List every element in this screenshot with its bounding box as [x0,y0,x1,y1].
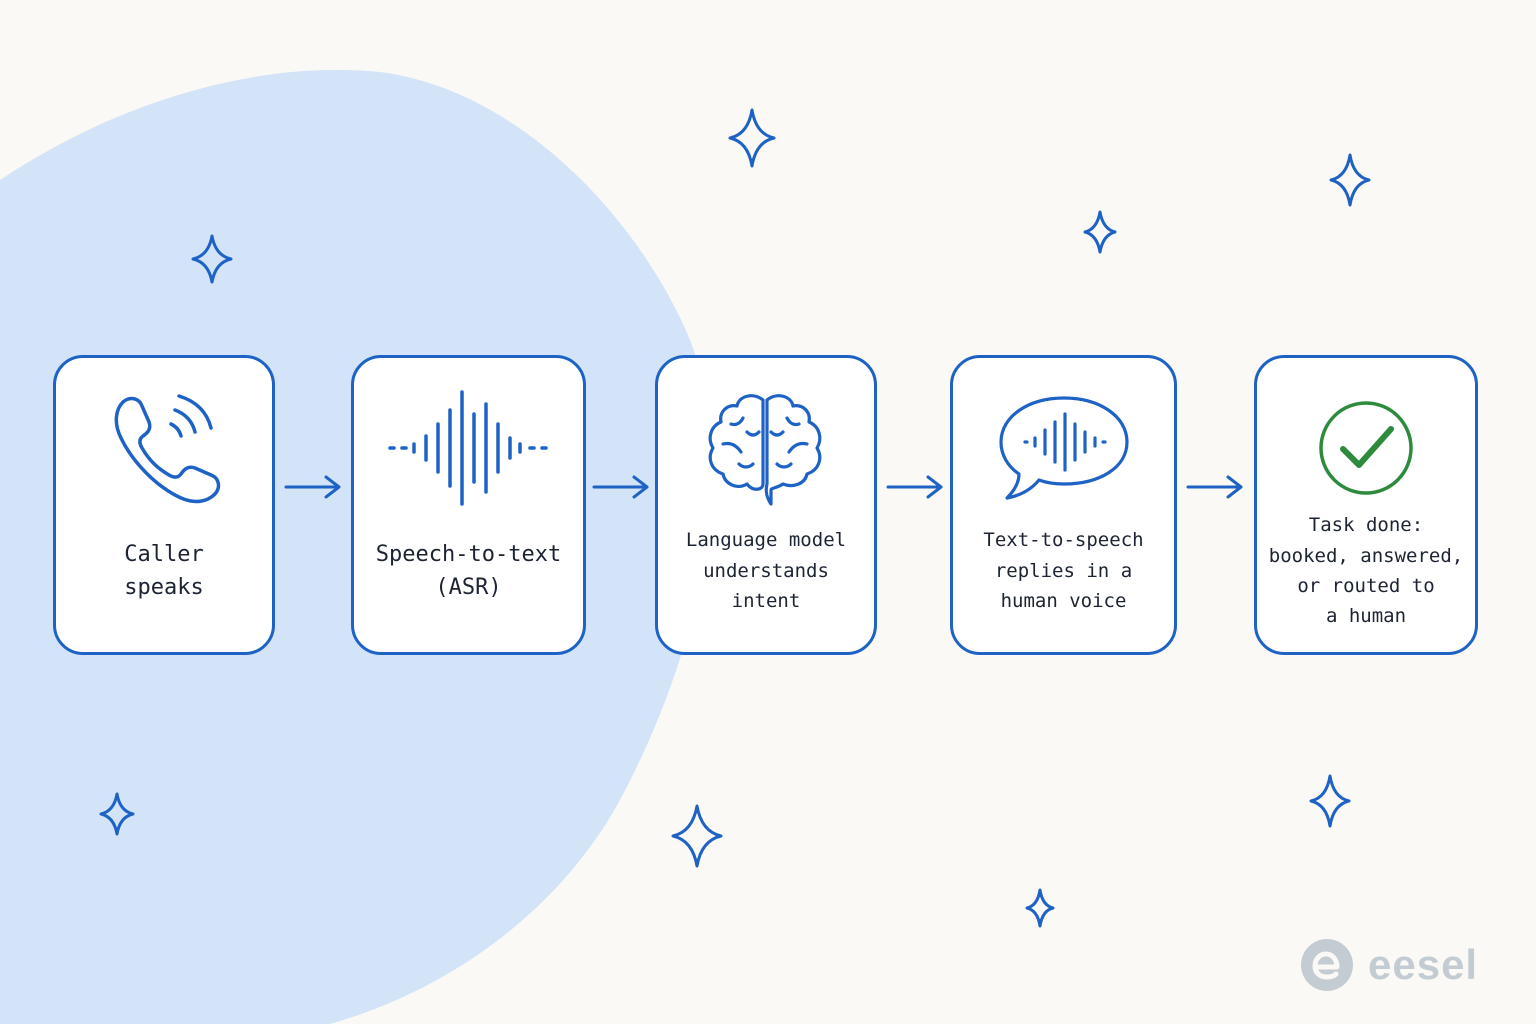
phone-icon [56,388,272,508]
sound-wave-icon [354,388,583,508]
brand-name: eesel [1368,941,1479,988]
sparkle-icon [1025,888,1055,928]
arrow-right-icon [592,475,649,499]
step-card-speech-to-text: Speech-to-text (ASR) [351,355,586,655]
sparkle-icon [671,804,723,868]
sparkle-icon [191,234,233,284]
arrow-right-icon [284,475,341,499]
sparkle-icon [728,108,776,168]
step-card-task-done: Task done: booked, answered, or routed t… [1254,355,1478,655]
step-card-caller-speaks: Caller speaks [53,355,275,655]
sparkle-icon [1329,153,1371,207]
sparkle-icon [99,792,135,836]
sparkle-icon [1309,774,1351,828]
step-card-text-to-speech: Text-to-speech replies in a human voice [950,355,1177,655]
checkmark-circle-icon [1257,388,1475,508]
sparkle-icon [1083,210,1117,254]
speech-bubble-wave-icon [953,388,1174,508]
step-label: Text-to-speech replies in a human voice [983,529,1144,613]
arrow-right-icon [886,475,943,499]
eesel-logo-icon [1301,939,1353,991]
step-card-language-model: Language model understands intent [655,355,877,655]
arrow-right-icon [1186,475,1243,499]
brand-logo: eesel [1300,938,1478,992]
brain-icon [658,388,874,508]
step-label: Task done: booked, answered, or routed t… [1268,514,1464,628]
step-label: Language model understands intent [685,529,847,613]
step-label: Caller speaks [124,542,204,600]
step-label: Speech-to-text (ASR) [375,542,562,600]
